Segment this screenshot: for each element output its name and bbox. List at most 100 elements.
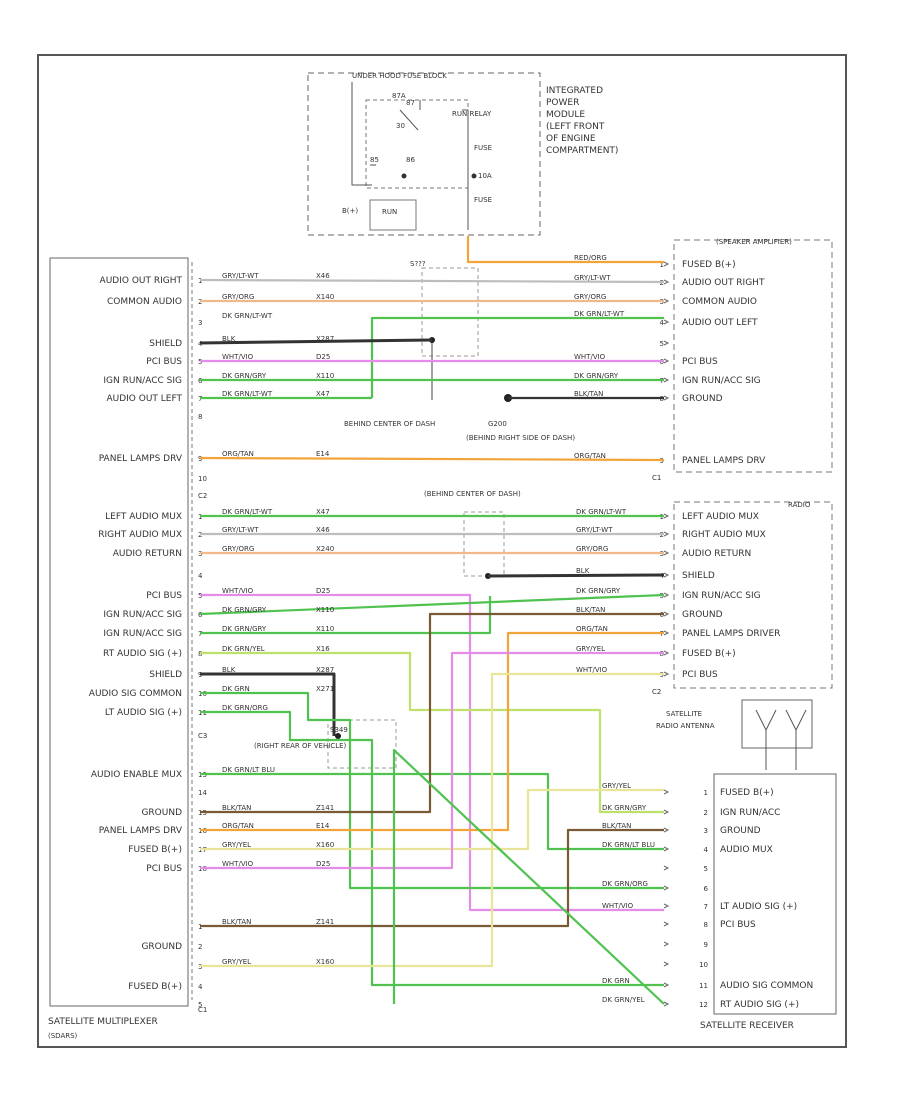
recv-pin-label-11: RT AUDIO SIG (+) <box>720 1000 799 1010</box>
relay-pin-87: 87 <box>406 99 415 107</box>
wire-mid-5 <box>200 596 492 635</box>
wire-mid-circuit-1: X46 <box>316 526 330 534</box>
radio-wire-code-7: GRY/YEL <box>576 645 605 653</box>
relay-wiring <box>351 82 469 230</box>
mux-mid-pin-label-6: IGN RUN/ACC SIG <box>103 629 182 639</box>
connector-pin-19 <box>663 827 670 833</box>
antenna-name-2: RADIO ANTENNA <box>656 722 715 730</box>
bplus-label: B(+) <box>342 207 358 215</box>
radio-pin-label-5: GROUND <box>682 610 723 620</box>
connector-pin-16 <box>663 671 670 677</box>
wire-top-code-6: DK GRN/LT-WT <box>222 390 273 398</box>
ground-center-2-label: (BEHIND CENTER OF DASH) <box>424 490 521 498</box>
amp-wire-code-7: ORG/TAN <box>574 452 606 460</box>
recv-pin-num-0: 1 <box>704 789 708 797</box>
wire-mid-code-10: DK GRN/LT BLU <box>222 766 275 774</box>
radio-wire-code-6: ORG/TAN <box>576 625 608 633</box>
mux-top-pin-num-9: 10 <box>198 475 207 483</box>
wire-top-code-2: DK GRN/LT-WT <box>222 312 273 320</box>
wire-mid-circuit-12: E14 <box>316 822 330 830</box>
radio-pin-label-1: RIGHT AUDIO MUX <box>682 530 766 540</box>
recv-pin-num-11: 12 <box>699 1001 708 1009</box>
wire-mid-code-11: BLK/TAN <box>222 804 251 812</box>
mux-top-pin-num-7: 8 <box>198 413 202 421</box>
ground-node-s349 <box>335 733 341 739</box>
mux-mid-pin-label-8: SHIELD <box>149 670 182 680</box>
mux-top-pin-label-6: AUDIO OUT LEFT <box>106 394 182 404</box>
radio-wire-code-8: WHT/VIO <box>576 666 608 674</box>
mux-low-pin-label-2: GROUND <box>141 808 182 818</box>
power-module-desc: INTEGRATED POWER MODULE (LEFT FRONT OF E… <box>546 86 618 156</box>
wire-mid-code-0: DK GRN/LT-WT <box>222 508 273 516</box>
mux-low-pin-num-1: 14 <box>198 789 207 797</box>
mux-top-pin-label-8: PANEL LAMPS DRV <box>99 454 183 464</box>
wire-top-circuit-4: D25 <box>316 353 330 361</box>
wire-top-code-1: GRY/ORG <box>222 293 254 301</box>
wire-mid-9 <box>200 710 664 987</box>
wire-mid-circuit-14: D25 <box>316 860 330 868</box>
amp-pin-num-3: 4 <box>660 319 665 327</box>
wire-mid-circuit-15: Z141 <box>316 918 334 926</box>
amp-wire-code-1: GRY/LT-WT <box>574 274 611 282</box>
wire-mid-14 <box>200 651 664 870</box>
wire-mid-3 <box>200 593 664 912</box>
run-relay-box <box>365 99 469 189</box>
recv-pin-num-6: 7 <box>704 903 708 911</box>
radio-pin-label-8: PCI BUS <box>682 670 718 680</box>
amp-pin-num-0: 1 <box>660 261 664 269</box>
wire-top-circuit-5: X110 <box>316 372 334 380</box>
mux-low-pin-label-0: AUDIO ENABLE MUX <box>91 770 182 780</box>
splice-s349-location: (RIGHT REAR OF VEHICLE) <box>254 742 347 750</box>
connector-pin-9 <box>663 531 670 537</box>
amp-pin-label-2: COMMON AUDIO <box>682 297 757 307</box>
wire-mid-circuit-5: X110 <box>316 625 334 633</box>
connector-pin-5 <box>663 358 670 364</box>
connector-pin-12 <box>663 592 670 598</box>
wire-mid-code-16: GRY/YEL <box>222 958 251 966</box>
wire-mid-12 <box>200 631 664 832</box>
fuse-a-label: FUSE <box>474 144 492 152</box>
wire-mid-circuit-13: X160 <box>316 841 334 849</box>
radio-pin-label-0: LEFT AUDIO MUX <box>682 512 759 522</box>
connector-pin-27 <box>663 982 670 988</box>
relay-node <box>401 173 407 179</box>
wire-mid-code-4: DK GRN/GRY <box>222 606 267 614</box>
ground-right-label: (BEHIND RIGHT SIDE OF DASH) <box>466 434 575 442</box>
wire-mid-code-13: GRY/YEL <box>222 841 251 849</box>
splice-s349-label: S349 <box>330 726 348 734</box>
wire-recv-rt <box>392 748 665 1005</box>
mux-c3-pin-label-1: GROUND <box>141 942 182 952</box>
wire-mid-15 <box>200 828 664 928</box>
wire-mid-7 <box>200 672 336 736</box>
wire-top-7 <box>199 456 665 462</box>
wire-mid-code-5: DK GRN/GRY <box>222 625 267 633</box>
mux-top-pin-label-4: PCI BUS <box>146 357 182 367</box>
radio-wire-code-3: BLK <box>576 567 590 575</box>
connector-pin-0 <box>663 261 670 267</box>
radio-pin-label-6: PANEL LAMPS DRIVER <box>682 629 780 639</box>
wire-radio-shield <box>487 573 665 578</box>
connector-pin-6 <box>663 377 670 383</box>
wire-mid-code-8: DK GRN <box>222 685 250 693</box>
wire-top-0 <box>199 278 665 284</box>
connector-pin-23 <box>663 903 670 909</box>
power-module-desc-4: OF ENGINE <box>546 134 596 144</box>
receiver-box <box>713 773 837 1015</box>
radio-wire-code-2: GRY/ORG <box>576 545 608 553</box>
amp-pin-label-1: AUDIO OUT RIGHT <box>682 278 765 288</box>
amp-pin-num-4: 5 <box>660 340 664 348</box>
amp-wire-code-6: BLK/TAN <box>574 390 603 398</box>
wire-mid-circuit-8: X271 <box>316 685 334 693</box>
radio-wire-code-4: DK GRN/GRY <box>576 587 621 595</box>
wire-top-code-4: WHT/VIO <box>222 353 254 361</box>
amp-pin-label-7: GROUND <box>682 394 723 404</box>
wire-mid-code-12: ORG/TAN <box>222 822 254 830</box>
antenna-box <box>741 699 813 749</box>
amp-pin-label-3: AUDIO OUT LEFT <box>682 318 758 328</box>
recv-pin-label-1: IGN RUN/ACC <box>720 808 780 818</box>
wire-mid-circuit-16: X160 <box>316 958 334 966</box>
mux-mid-pin-label-2: AUDIO RETURN <box>113 549 182 559</box>
wire-top-circuit-0: X46 <box>316 272 330 280</box>
